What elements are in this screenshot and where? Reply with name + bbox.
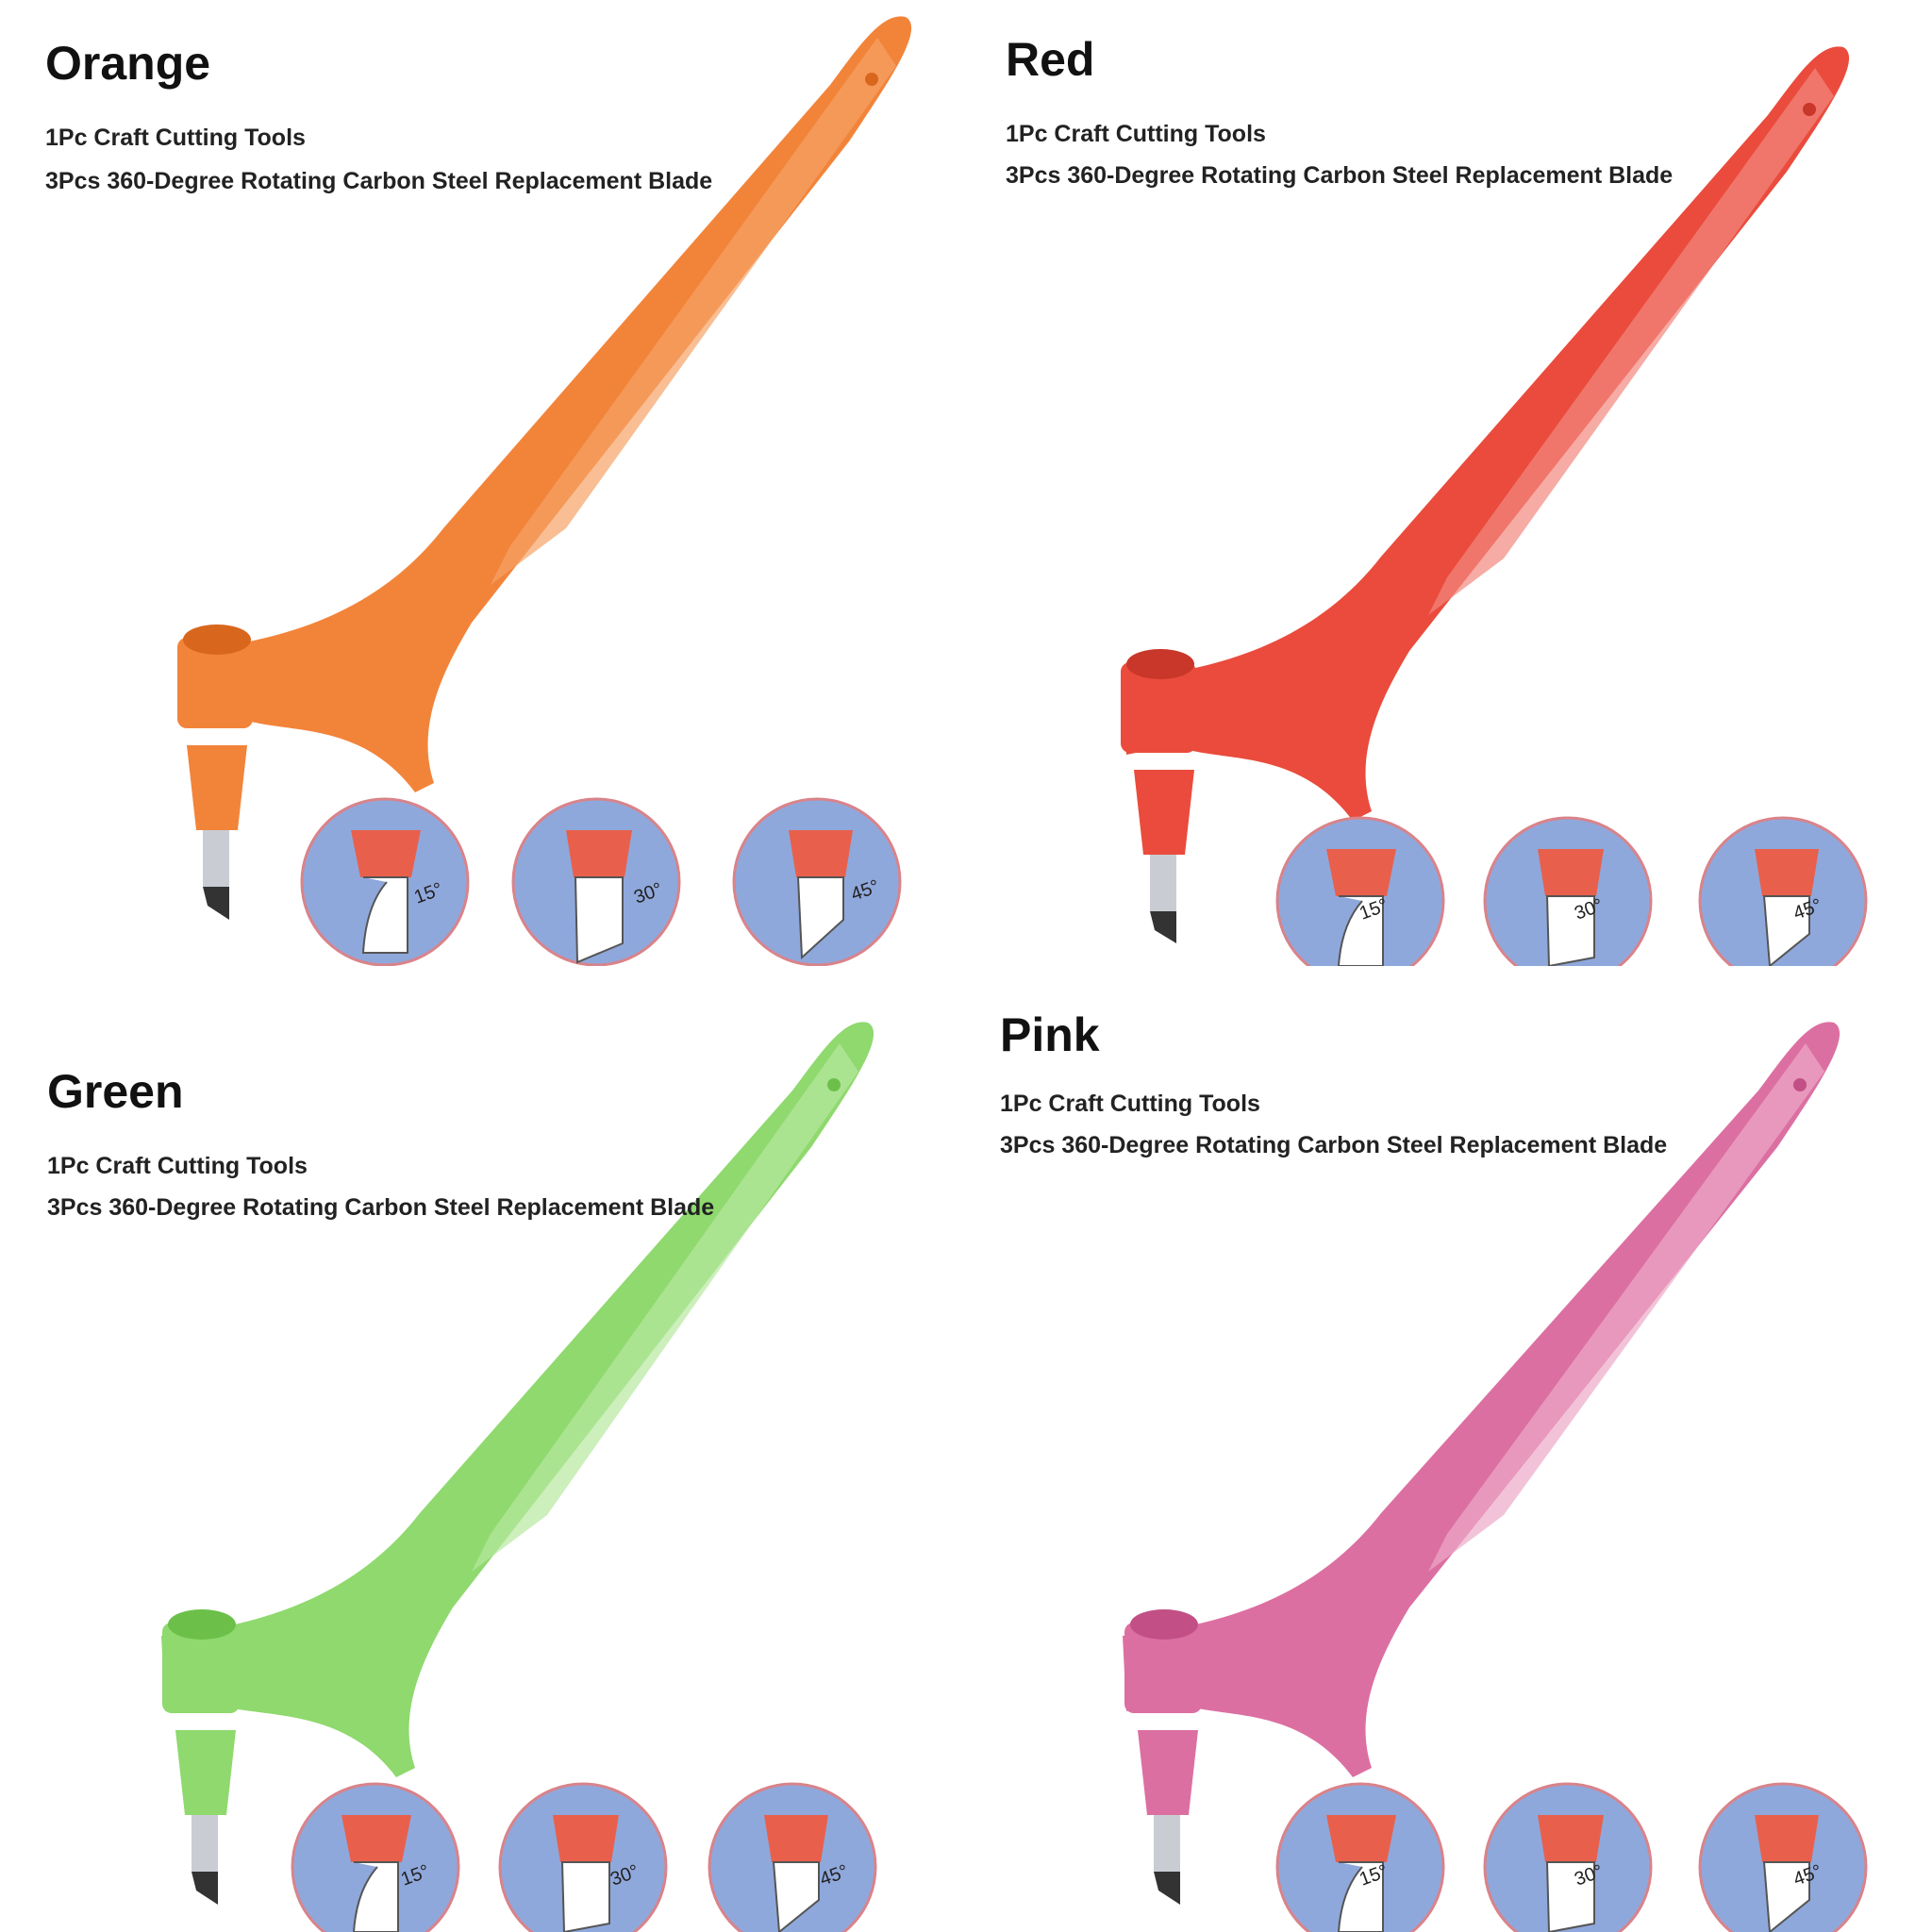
cutter-handle-highlight [1428, 1043, 1824, 1572]
craft-cutter-image: 15° 30° 45° [1121, 46, 1868, 966]
cutter-handle-hole [865, 73, 878, 86]
cutter-head-top [177, 638, 253, 728]
cutter-head-knob [168, 1609, 236, 1640]
product-panel-orange: 15° 30° 45° Orange 1Pc Craft Cutting Too… [0, 0, 966, 966]
cutter-handle-highlight [472, 1043, 858, 1572]
cutter-handle [1123, 1022, 1840, 1777]
blade-edge [1762, 895, 1810, 966]
product-panel-red: 15° 30° 45° Red 1Pc Craft Cutting Tools … [966, 0, 1932, 966]
blade-option-45 [708, 1782, 877, 1932]
blade-option-15 [291, 1782, 460, 1932]
product-panel-pink: 15° 30° 45° Pink 1Pc Craft Cutting Tools… [966, 966, 1932, 1932]
cutter-tool [161, 1022, 874, 1905]
blade-edge [352, 1861, 399, 1932]
cutter-head-knob [1126, 649, 1194, 679]
blade-edge [772, 1861, 820, 1932]
product-line-1: 1Pc Craft Cutting Tools [45, 125, 306, 151]
blade-head [1755, 1815, 1819, 1862]
cutter-handle [161, 1022, 874, 1777]
cutter-handle [185, 16, 912, 792]
color-title: Pink [1000, 1008, 1100, 1061]
cutter-head-knob [183, 625, 251, 655]
blade-edge [1545, 895, 1595, 966]
blade-head [789, 830, 853, 877]
cutter-head-knob [1130, 1609, 1198, 1640]
blade-option-15 [1275, 816, 1445, 966]
cutter-head-top [162, 1623, 240, 1713]
product-panel-green: 15° 30° 45° Green 1Pc Craft Cutting Tool… [0, 966, 966, 1932]
blade-head [1538, 849, 1604, 896]
cutter-blade-tip [1150, 911, 1176, 943]
blade-head [1755, 849, 1819, 896]
cutter-blade-shaft [192, 1815, 218, 1872]
product-line-1: 1Pc Craft Cutting Tools [47, 1153, 308, 1179]
color-title: Orange [45, 37, 211, 90]
blade-edge [361, 876, 408, 954]
blade-option-45 [1698, 1782, 1868, 1932]
product-line-2: 3Pcs 360-Degree Rotating Carbon Steel Re… [45, 168, 713, 194]
blade-head [1326, 849, 1396, 896]
cutter-handle-hole [1793, 1078, 1807, 1091]
blade-edge [796, 876, 844, 960]
cutter-blade-tip [192, 1872, 218, 1905]
blade-head [1538, 1815, 1604, 1862]
cutter-tool [177, 16, 912, 920]
cutter-handle-hole [1803, 103, 1816, 116]
cutter-head-top [1121, 662, 1196, 753]
color-title: Green [47, 1065, 184, 1118]
product-line-2: 3Pcs 360-Degree Rotating Carbon Steel Re… [47, 1194, 715, 1221]
blade-option-15 [300, 797, 470, 966]
blade-head [341, 1815, 411, 1862]
blade-head [553, 1815, 619, 1862]
blade-edge [1762, 1861, 1810, 1932]
cutter-handle-highlight [1428, 68, 1834, 615]
blade-option-45 [732, 797, 902, 966]
cutter-handle-highlight [491, 38, 896, 585]
craft-cutter-image: 15° 30° 45° [1123, 1022, 1868, 1932]
cutter-handle-hole [827, 1078, 841, 1091]
color-title: Red [1006, 33, 1095, 86]
cutter-blade-tip [203, 887, 229, 920]
product-line-1: 1Pc Craft Cutting Tools [1006, 121, 1266, 147]
blade-option-30 [511, 797, 681, 966]
blade-circle [300, 797, 470, 966]
blade-options [1275, 1782, 1868, 1932]
cutter-tool [1121, 46, 1850, 943]
blade-edge [1545, 1861, 1595, 1932]
product-line-2: 3Pcs 360-Degree Rotating Carbon Steel Re… [1006, 162, 1674, 189]
blade-option-45 [1698, 816, 1868, 966]
blade-edge [1337, 1861, 1384, 1932]
blade-edge [1337, 895, 1384, 966]
blade-options [291, 1782, 877, 1932]
blade-head [1326, 1815, 1396, 1862]
cutter-blade-shaft [1150, 855, 1176, 911]
cutter-handle [1123, 46, 1850, 821]
blade-edge [560, 1861, 610, 1932]
craft-cutter-image: 15° 30° 45° [177, 16, 912, 966]
blade-options [1275, 816, 1868, 966]
blade-option-30 [1483, 816, 1653, 966]
cutter-nozzle [1138, 1730, 1198, 1815]
cutter-nozzle [175, 1730, 236, 1815]
product-line-2: 3Pcs 360-Degree Rotating Carbon Steel Re… [1000, 1132, 1668, 1158]
cutter-tool [1123, 1022, 1840, 1905]
product-line-1: 1Pc Craft Cutting Tools [1000, 1091, 1260, 1117]
blade-head [351, 830, 421, 877]
cutter-nozzle [187, 745, 247, 830]
cutter-head-top [1124, 1623, 1202, 1713]
blade-option-15 [1275, 1782, 1445, 1932]
blade-head [764, 1815, 828, 1862]
blade-option-30 [498, 1782, 668, 1932]
craft-cutter-image: 15° 30° 45° [161, 1022, 877, 1932]
cutter-blade-shaft [1154, 1815, 1180, 1872]
blade-option-30 [1483, 1782, 1653, 1932]
cutter-nozzle [1134, 770, 1194, 855]
blade-edge [574, 876, 624, 964]
blade-head [566, 830, 632, 877]
cutter-blade-shaft [203, 830, 229, 887]
blade-options [300, 797, 902, 966]
cutter-blade-tip [1154, 1872, 1180, 1905]
